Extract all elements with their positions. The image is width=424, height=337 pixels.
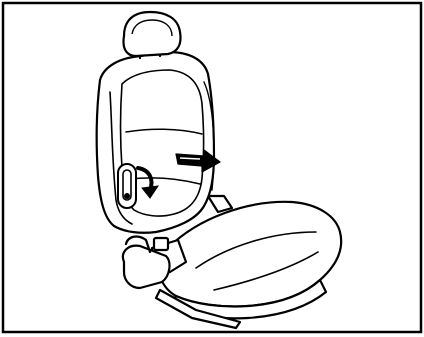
recline-lever-pivot: [124, 193, 130, 199]
seat-back: [97, 52, 214, 233]
seat-slide-knob: [154, 238, 168, 250]
recline-arrow-highlight: [180, 158, 200, 159]
recline-lever-icon: [118, 164, 136, 208]
